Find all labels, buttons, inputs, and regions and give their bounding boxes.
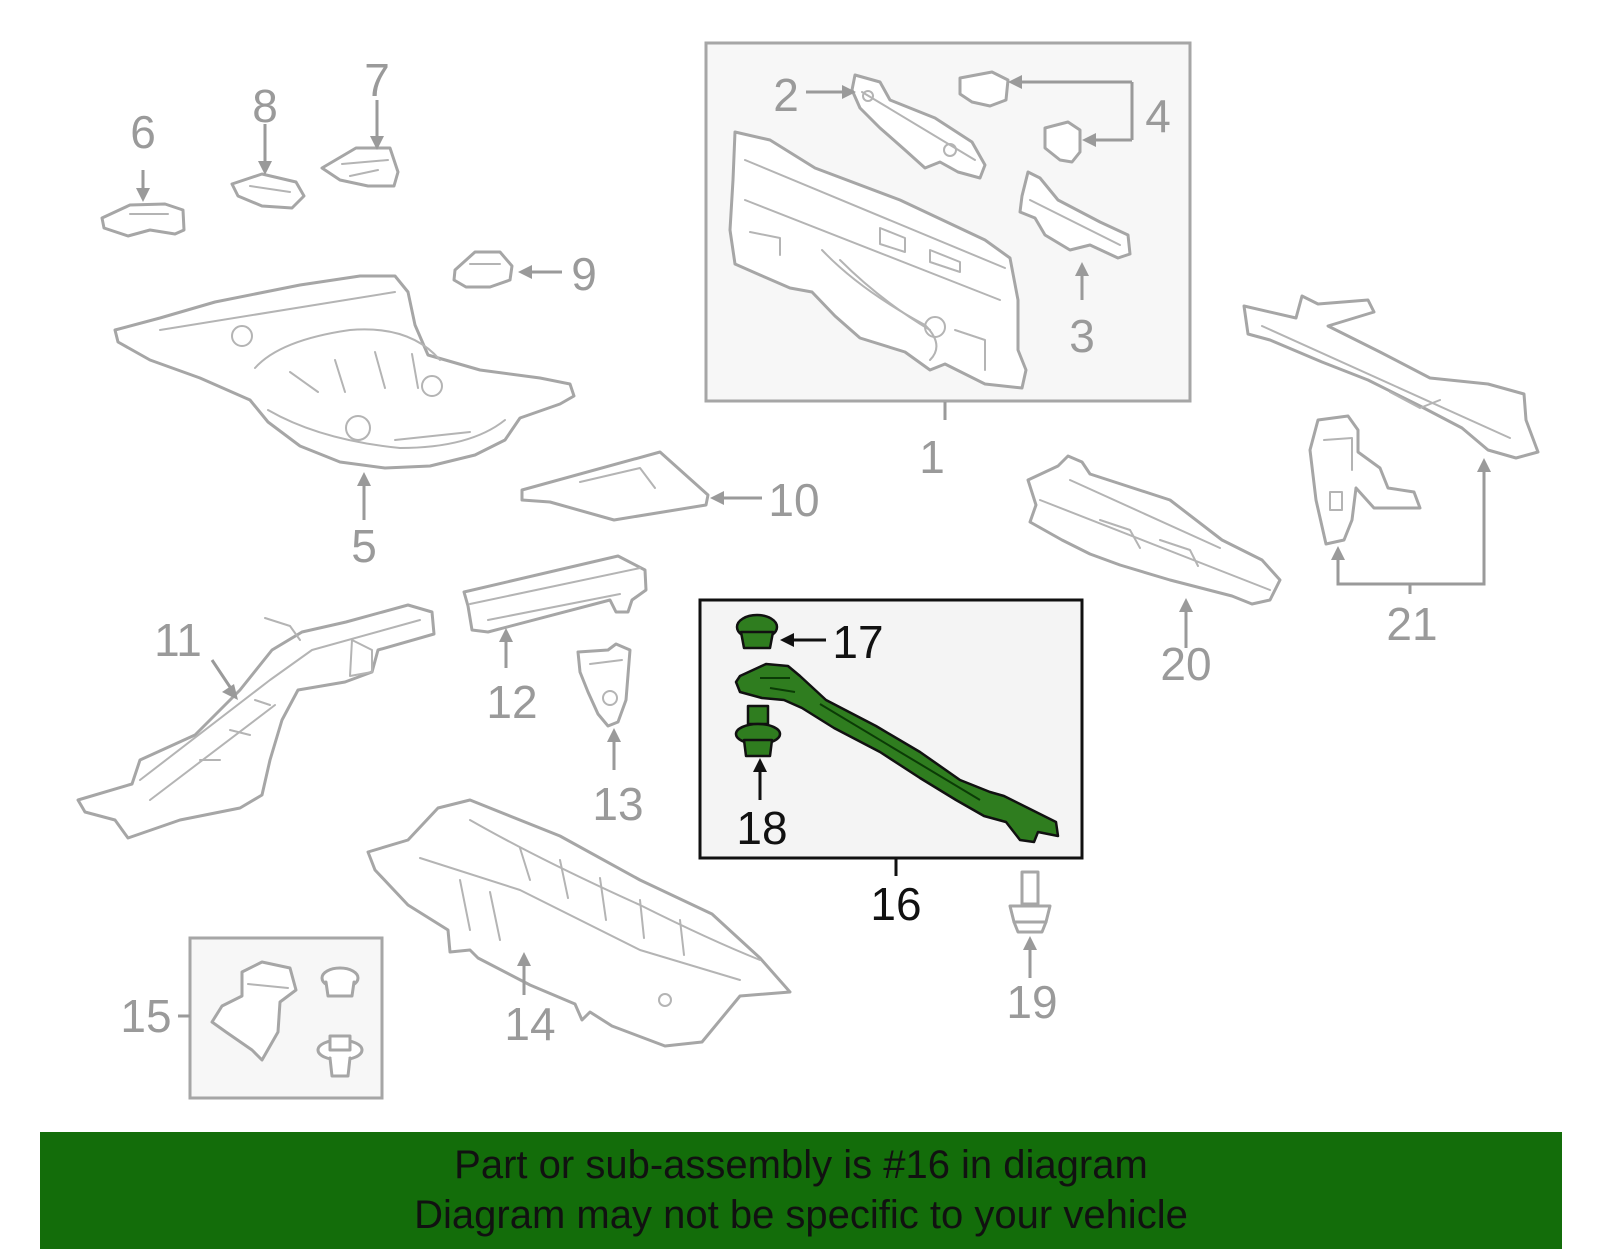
callout-9: 9 <box>571 248 597 300</box>
callout-11: 11 <box>154 614 202 666</box>
part-15-bracket[interactable] <box>210 960 298 1062</box>
part-7-bracket[interactable] <box>320 146 400 188</box>
callout-20: 20 <box>1160 638 1211 690</box>
callout-6: 6 <box>130 106 156 158</box>
callout-1: 1 <box>919 431 945 483</box>
callout-19: 19 <box>1006 976 1057 1028</box>
callout-14: 14 <box>504 998 555 1050</box>
callout-12: 12 <box>486 676 537 728</box>
part-10-panel[interactable] <box>520 450 710 522</box>
part-1-rear-panel[interactable] <box>728 130 1028 390</box>
info-banner: Part or sub-assembly is #16 in diagram D… <box>40 1132 1562 1249</box>
callout-16: 16 <box>870 878 921 930</box>
banner-line-2: Diagram may not be specific to your vehi… <box>414 1193 1188 1237</box>
part-4-bracket-lower[interactable] <box>1043 120 1082 164</box>
part-21-bracket[interactable] <box>1308 414 1422 546</box>
callout-10: 10 <box>768 474 819 526</box>
callout-4: 4 <box>1145 90 1171 142</box>
part-21-upper-crossmember[interactable] <box>1242 294 1540 460</box>
part-9-grommet[interactable] <box>452 250 514 289</box>
callout-15: 15 <box>120 990 171 1042</box>
banner-line-1: Part or sub-assembly is #16 in diagram <box>454 1143 1148 1187</box>
callout-17: 17 <box>832 616 883 668</box>
callout-3: 3 <box>1069 310 1095 362</box>
callout-13: 13 <box>592 778 643 830</box>
part-17-grommet[interactable] <box>735 613 779 650</box>
part-13-bracket[interactable] <box>576 642 632 728</box>
callout-21: 21 <box>1386 598 1437 650</box>
part-2-bracket[interactable] <box>850 73 987 180</box>
part-19-bolt[interactable] <box>1008 870 1052 934</box>
part-14-floor-panel[interactable] <box>366 798 792 1048</box>
callout-7: 7 <box>364 54 390 106</box>
callout-18: 18 <box>736 802 787 854</box>
part-15-clip-lower[interactable] <box>316 1034 364 1078</box>
part-3-bracket[interactable] <box>1018 170 1132 260</box>
part-8-bracket[interactable] <box>230 172 306 210</box>
part-12-crossmember[interactable] <box>462 554 648 634</box>
part-16-brace[interactable] <box>734 662 1060 844</box>
part-4-bracket-upper[interactable] <box>958 70 1010 108</box>
part-11-side-member[interactable] <box>76 603 436 840</box>
callout-5: 5 <box>351 520 377 572</box>
callout-8: 8 <box>252 80 278 132</box>
callout-2: 2 <box>773 69 799 121</box>
part-15-clip-upper[interactable] <box>320 966 360 998</box>
part-18-clip[interactable] <box>734 704 782 758</box>
part-20-floor-crossmember[interactable] <box>1026 454 1282 606</box>
part-5-rear-floor-pan[interactable] <box>113 274 576 470</box>
part-6-bracket[interactable] <box>100 202 186 238</box>
